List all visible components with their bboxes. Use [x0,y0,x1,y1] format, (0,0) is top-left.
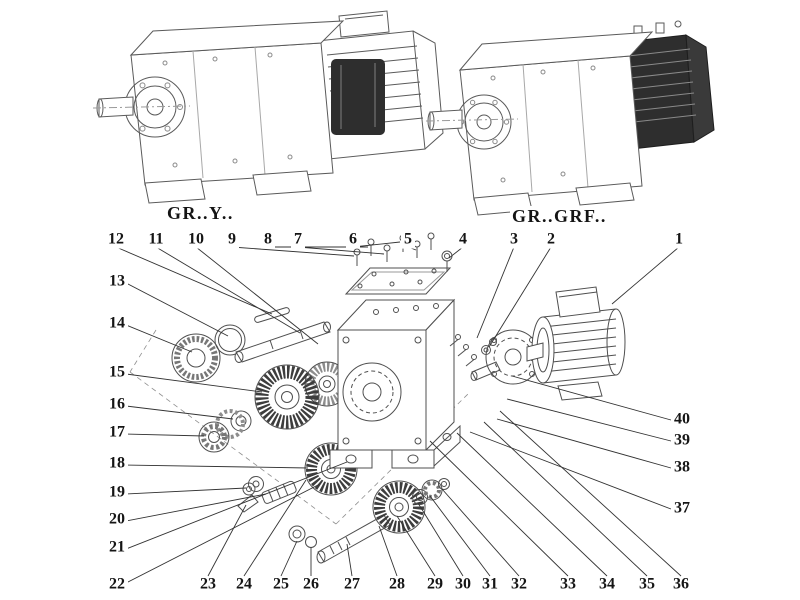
output-stage-parts [288,478,450,564]
callout-37: 37 [671,500,693,518]
callout-8: 8 [261,231,275,249]
input-shaft [98,96,134,118]
callout-27: 27 [341,576,363,594]
variant-label-gr-y: GR..Y.. [165,203,236,224]
callout-15: 15 [106,364,128,382]
callout-28: 28 [386,576,408,594]
motor-side-parts [449,286,626,401]
callout-leader-lines [115,241,682,584]
callout-34: 34 [596,576,618,594]
callout-13: 13 [106,273,128,291]
callout-4: 4 [456,231,470,249]
callout-14: 14 [106,315,128,333]
callout-3: 3 [507,231,521,249]
shaft-key [254,307,290,323]
callout-33: 33 [557,576,579,594]
variant-label-gr-grf: GR..GRF.. [510,206,609,227]
callout-22: 22 [106,576,128,594]
gearbox-housing-exploded [329,298,461,469]
callout-23: 23 [197,576,219,594]
callout-11: 11 [145,231,167,249]
helical-gear-large [255,365,319,429]
input-stage-parts [171,307,350,453]
callout-24: 24 [233,576,255,594]
pinion-shaft [261,480,297,504]
callout-18: 18 [106,455,128,473]
callout-31: 31 [479,576,501,594]
callout-20: 20 [106,511,128,529]
callout-10: 10 [185,231,207,249]
overview-drawing-gr-y [92,10,444,204]
terminal-box [338,10,390,38]
motor-terminal-box [555,286,601,318]
input-shaft-exploded [235,321,331,363]
ball-bearing [198,421,230,453]
callout-36: 36 [670,576,692,594]
callout-2: 2 [544,231,558,249]
motor-core-dark [331,59,385,135]
exploded-view-drawing [129,232,626,564]
callout-29: 29 [424,576,446,594]
helical-gear-mid [306,444,356,494]
cover-bolts [353,232,435,266]
eye-bolt [441,250,453,272]
callout-9: 9 [225,231,239,249]
callout-16: 16 [106,396,128,414]
callout-1: 1 [672,231,686,249]
callout-6: 6 [346,231,360,249]
callout-25: 25 [270,576,292,594]
callout-21: 21 [106,539,128,557]
helical-gear-output [374,482,424,532]
callout-35: 35 [636,576,658,594]
callout-12: 12 [105,231,127,249]
callout-32: 32 [508,576,530,594]
callout-38: 38 [671,459,693,477]
cover-and-bolts [344,232,453,295]
callout-5: 5 [401,231,415,249]
callout-26: 26 [300,576,322,594]
gear-housing-front [130,42,334,186]
callout-30: 30 [452,576,474,594]
callout-40: 40 [671,411,693,429]
callout-7: 7 [291,231,305,249]
overview-drawing-gr-grf [425,20,715,216]
input-shaft [429,109,463,131]
callout-39: 39 [671,432,693,450]
motor-exploded [526,286,626,401]
callout-17: 17 [106,424,128,442]
callout-19: 19 [106,484,128,502]
